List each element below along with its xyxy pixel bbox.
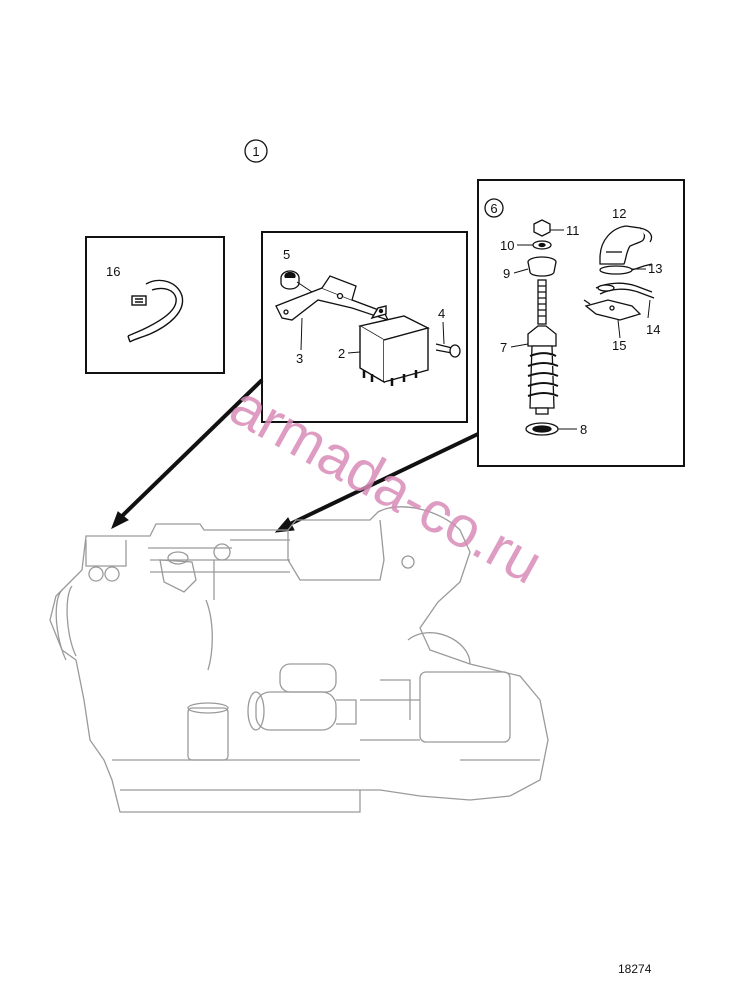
part-label-10: 10: [500, 238, 514, 253]
part-label-8: 8: [580, 422, 587, 437]
part-label-11: 11: [566, 223, 580, 238]
rubber-cap-icon: [599, 225, 653, 265]
part-label-7: 7: [500, 340, 507, 355]
detail-box-sensor-kit: 6 11 10 9 7: [477, 179, 685, 467]
part-label-3: 3: [296, 351, 303, 366]
callout-kit: 6: [484, 198, 504, 218]
cable-tie-icon: [127, 279, 184, 343]
nut-icon: [280, 270, 300, 290]
drawing-number: 18274: [618, 962, 652, 976]
callout-main-label: 1: [252, 144, 259, 159]
part-label-14: 14: [646, 322, 660, 337]
seal-icon: [599, 263, 653, 275]
part-label-9: 9: [503, 266, 510, 281]
relay-icon: [358, 305, 430, 386]
bracket-icon: [275, 275, 390, 322]
engine-illustration: [49, 506, 549, 813]
part-label-5: 5: [283, 247, 290, 262]
sealing-ring-icon: [525, 422, 559, 436]
cable-terminal-icon: [595, 282, 655, 299]
part-label-13: 13: [648, 261, 662, 276]
part-label-2: 2: [338, 346, 345, 361]
part-label-12: 12: [612, 206, 626, 221]
part-label-16: 16: [106, 264, 120, 279]
washer-icon: [532, 240, 552, 250]
insulator-icon: [527, 256, 557, 277]
part-label-15: 15: [612, 338, 626, 353]
part-label-4: 4: [438, 306, 445, 321]
nut-11-icon: [533, 219, 551, 237]
callout-main: 1: [244, 139, 268, 163]
screw-icon: [435, 343, 461, 358]
detail-box-relay: 5 3 2 4: [261, 231, 468, 423]
detail-box-cable-tie: 16: [85, 236, 225, 374]
connector-icon: [583, 299, 642, 321]
sensor-body-icon: [527, 279, 559, 415]
leader-arrows: [111, 378, 479, 533]
callout-kit-label: 6: [490, 201, 497, 216]
